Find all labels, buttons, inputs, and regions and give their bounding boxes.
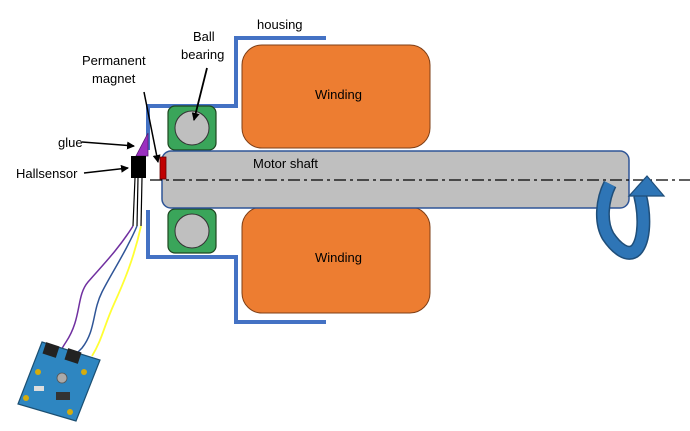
winding-top bbox=[241, 44, 431, 149]
ball-bearing-top bbox=[167, 105, 217, 151]
label-hallsensor: Hallsensor bbox=[16, 166, 78, 181]
permanent-magnet bbox=[159, 156, 167, 180]
wire-yellow bbox=[91, 225, 142, 357]
permanent-magnet-arrow bbox=[143, 91, 161, 163]
wire-purple bbox=[57, 225, 134, 357]
housing-outline bbox=[146, 36, 326, 324]
label-glue: glue bbox=[58, 135, 83, 150]
label-motor-shaft: Motor shaft bbox=[253, 156, 318, 171]
label-housing: housing bbox=[257, 17, 303, 32]
ball-bearing-arrow bbox=[191, 67, 208, 121]
hallsensor bbox=[131, 156, 146, 178]
label-ball-bearing-2: bearing bbox=[181, 47, 224, 62]
label-permanent-magnet-2: magnet bbox=[92, 71, 136, 86]
hallsensor-arrow bbox=[83, 164, 129, 174]
label-winding-bottom: Winding bbox=[315, 250, 362, 265]
label-ball-bearing-1: Ball bbox=[193, 29, 215, 44]
ball-bearing-bottom bbox=[167, 208, 217, 254]
hall-sensor-board-icon bbox=[17, 341, 101, 422]
label-permanent-magnet-1: Permanent bbox=[82, 53, 146, 68]
hallsensor-legs bbox=[132, 177, 143, 227]
glue bbox=[135, 132, 149, 157]
glue-arrow bbox=[81, 141, 135, 150]
rotation-arrow-icon bbox=[596, 175, 666, 260]
label-winding-top: Winding bbox=[315, 87, 362, 102]
